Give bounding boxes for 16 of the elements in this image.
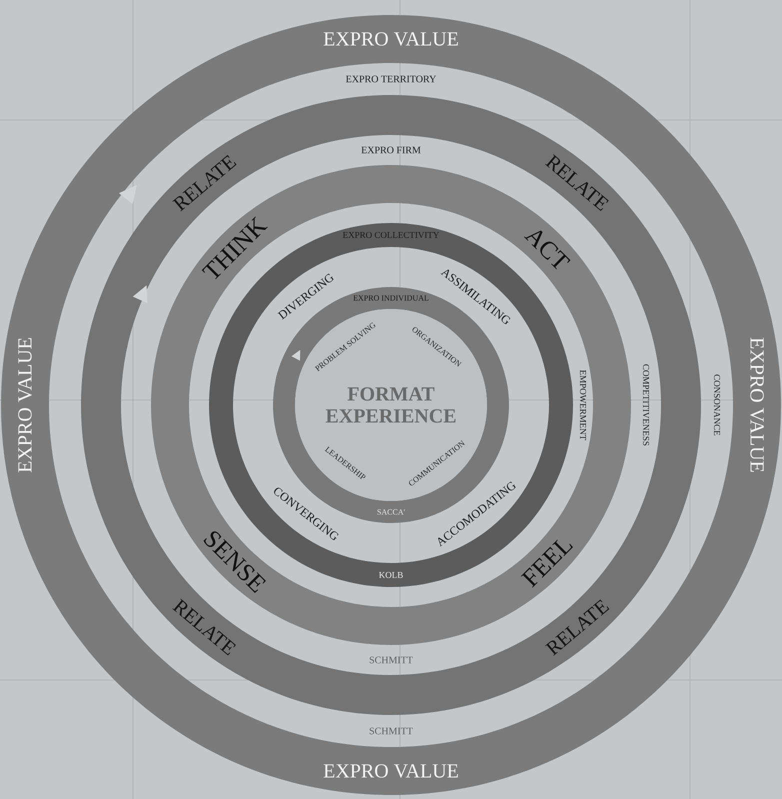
ring-label: EXPRO INDIVIDUAL bbox=[353, 295, 428, 301]
ring-label: SCHMITT bbox=[370, 656, 413, 664]
ring-label: EXPRO VALUE bbox=[324, 764, 458, 778]
ring-label: EXPRO FIRM bbox=[361, 146, 421, 154]
ring-label: EXPRO VALUE bbox=[18, 338, 32, 472]
ring-label: KOLB bbox=[379, 572, 403, 578]
ring-label: CONSONANCE bbox=[714, 374, 720, 436]
ring-label: ACT bbox=[524, 230, 570, 270]
ring-label: SACCA' bbox=[377, 509, 405, 515]
ring-label: SCHMITT bbox=[370, 728, 413, 734]
ring-label: COMPETITIVENESS bbox=[642, 364, 650, 446]
ring-label: EXPRO VALUE bbox=[324, 32, 458, 46]
ring-label: EXPRO COLLECTIVITY bbox=[342, 232, 440, 238]
ring-label: EMPOWERMENT bbox=[580, 370, 586, 440]
ring-label: EXPRO TERRITORY bbox=[346, 76, 436, 82]
ring-label: EXPRO VALUE bbox=[750, 338, 764, 472]
